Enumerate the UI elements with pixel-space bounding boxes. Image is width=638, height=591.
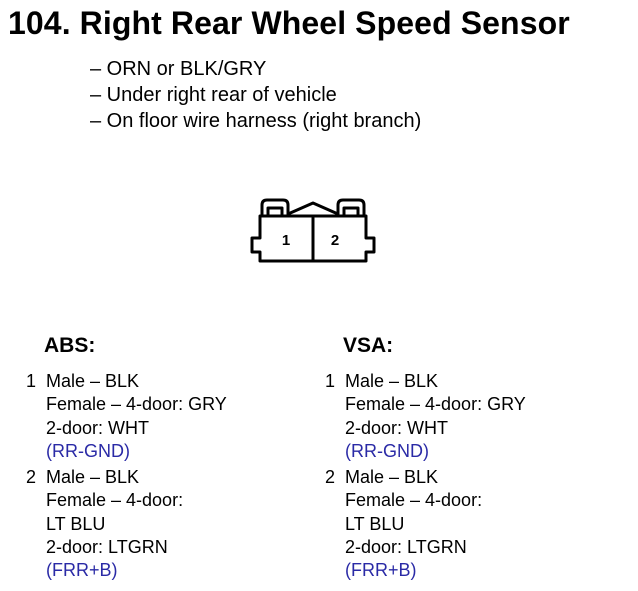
abs-pin-2-2door: 2-door: LTGRN bbox=[46, 537, 168, 558]
connector-pin-1: 1 bbox=[282, 232, 290, 249]
vsa-section: VSA: 1 Male – BLK Female – 4-door: GRY 2… bbox=[325, 334, 625, 586]
vsa-pin-1-2door: 2-door: WHT bbox=[345, 417, 449, 438]
abs-pin-2-number: 2 bbox=[26, 467, 37, 488]
vsa-pin-2-male: Male – BLK bbox=[345, 467, 439, 488]
abs-pin-1-number: 1 bbox=[26, 371, 37, 391]
vsa-pin-1-signal: (RR-GND) bbox=[345, 440, 429, 461]
wire-color-info: – ORN or BLK/GRY bbox=[90, 58, 267, 80]
vsa-pin-1-male: Male – BLK bbox=[345, 371, 439, 391]
abs-pin-2-male: Male – BLK bbox=[46, 467, 140, 488]
vsa-pin-1-female-4door: Female – 4-door: GRY bbox=[345, 394, 526, 415]
abs-pin-1-signal: (RR-GND) bbox=[46, 440, 130, 461]
connector-peak bbox=[286, 201, 340, 216]
vsa-pin-1: 1 Male – BLK Female – 4-door: GRY 2-door… bbox=[325, 370, 625, 463]
abs-pin-2-female-color: LT BLU bbox=[46, 513, 106, 534]
page-title: 104. Right Rear Wheel Speed Sensor bbox=[8, 5, 570, 41]
vsa-pin-2-female-4door: Female – 4-door: bbox=[345, 490, 483, 511]
location-info: – Under right rear of vehicle bbox=[90, 84, 337, 106]
vsa-pin-2: 2 Male – BLK Female – 4-door: LT BLU 2-d… bbox=[325, 466, 625, 582]
abs-pin-2-female-4door: Female – 4-door: bbox=[46, 490, 184, 511]
harness-info: – On floor wire harness (right branch) bbox=[90, 110, 422, 132]
connector-info-list: – ORN or BLK/GRY – Under right rear of v… bbox=[90, 56, 421, 134]
abs-section-title: ABS: bbox=[44, 334, 96, 357]
connector-diagram: 1 2 bbox=[250, 198, 376, 263]
vsa-pin-2-number: 2 bbox=[325, 467, 336, 488]
abs-pin-1-male: Male – BLK bbox=[46, 371, 140, 391]
abs-pin-1-female-4door: Female – 4-door: GRY bbox=[46, 394, 227, 415]
connector-pin-2: 2 bbox=[331, 232, 339, 249]
abs-pin-1: 1 Male – BLK Female – 4-door: GRY 2-door… bbox=[26, 370, 326, 463]
abs-section: ABS: 1 Male – BLK Female – 4-door: GRY 2… bbox=[26, 334, 326, 586]
connector-body bbox=[250, 214, 376, 263]
vsa-pin-1-number: 1 bbox=[325, 371, 336, 391]
vsa-pin-2-female-color: LT BLU bbox=[345, 513, 405, 534]
vsa-section-title: VSA: bbox=[343, 334, 394, 357]
abs-pin-1-2door: 2-door: WHT bbox=[46, 417, 150, 438]
connector-right-latch bbox=[336, 198, 366, 218]
abs-pin-2-signal: (FRR+B) bbox=[46, 560, 118, 581]
connector-left-latch bbox=[260, 198, 290, 218]
abs-pin-2: 2 Male – BLK Female – 4-door: LT BLU 2-d… bbox=[26, 466, 326, 582]
vsa-pin-2-2door: 2-door: LTGRN bbox=[345, 537, 467, 558]
vsa-pin-2-signal: (FRR+B) bbox=[345, 560, 417, 581]
